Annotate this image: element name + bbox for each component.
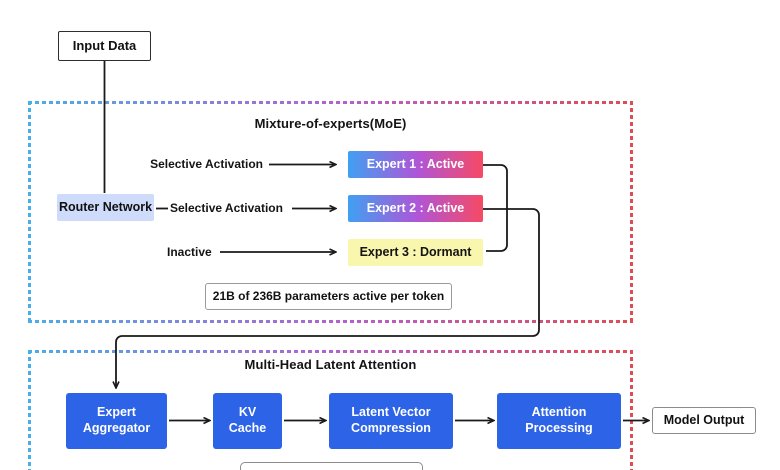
group-moe: Mixture-of-experts(MoE) [28, 101, 633, 323]
group-mla: Multi-Head Latent Attention [28, 350, 633, 470]
node-latent-vector-compression: Latent Vector Compression [329, 393, 453, 449]
edge-expert2-to-aggregator [116, 208, 540, 388]
group-mla-title: Multi-Head Latent Attention [244, 357, 417, 372]
node-expert-1-active: Expert 1 : Active [348, 151, 483, 178]
moe-border-left [28, 101, 31, 323]
node-kv-cache: KV Cache [213, 393, 282, 449]
label-selective-activation-2: Selective Activation [170, 201, 283, 215]
mla-border-top [28, 350, 633, 353]
mla-border-left [28, 350, 31, 470]
node-expert-2-active: Expert 2 : Active [348, 195, 483, 222]
mla-border-right [630, 350, 633, 470]
bottom-note-box-clipped [240, 462, 423, 470]
node-attention-processing: Attention Processing [497, 393, 621, 449]
moe-border-top [28, 101, 633, 104]
label-selective-activation-1: Selective Activation [150, 157, 263, 171]
node-expert-3-dormant: Expert 3 : Dormant [348, 239, 483, 266]
node-expert-aggregator: Expert Aggregator [66, 393, 167, 449]
node-parameter-note: 21B of 236B parameters active per token [205, 283, 452, 310]
node-router-network: Router Network [57, 194, 154, 221]
node-input-data: Input Data [58, 31, 151, 61]
edge-expert1-to-expert3 [483, 164, 508, 252]
moe-border-right [630, 101, 633, 323]
label-inactive: Inactive [167, 245, 212, 259]
node-model-output: Model Output [652, 407, 756, 434]
group-moe-title: Mixture-of-experts(MoE) [254, 116, 407, 131]
moe-border-bottom [28, 320, 633, 323]
